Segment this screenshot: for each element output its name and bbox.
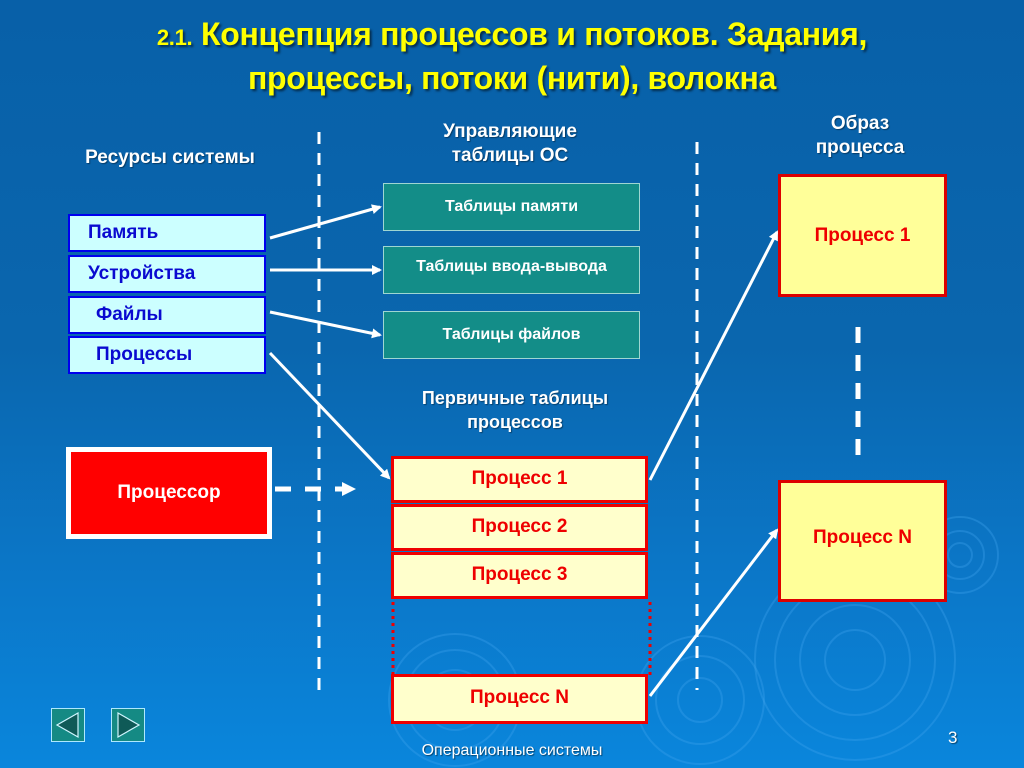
primary-tables-heading-line-1: Первичные таблицы bbox=[421, 388, 609, 408]
arrow-processN-to-imageN bbox=[648, 528, 779, 697]
resources-heading: Ресурсы системы bbox=[85, 147, 255, 168]
resource-devices: Устройства bbox=[68, 255, 266, 293]
primary-process-3: Процесс 3 bbox=[391, 552, 648, 599]
primary-tables-heading: Первичные таблицы процессов bbox=[380, 386, 650, 434]
resource-processes: Процессы bbox=[68, 336, 266, 374]
arrow-memory-to-memory-tables bbox=[269, 204, 382, 240]
process-image-1: Процесс 1 bbox=[778, 174, 947, 297]
arrow-process1-to-image1 bbox=[648, 230, 779, 481]
triangle-left-icon bbox=[55, 711, 79, 739]
control-table-io: Таблицы ввода-вывода bbox=[383, 246, 640, 294]
arrow-files-to-file-tables bbox=[269, 310, 382, 339]
processor-box: Процессор bbox=[66, 447, 272, 539]
control-tables-heading: Управляющие таблицы ОС bbox=[380, 120, 640, 168]
slide-title: 2.1. Концепция процессов и потоков. Зада… bbox=[0, 14, 1024, 98]
arrow-processor-head bbox=[342, 482, 356, 496]
primary-process-1: Процесс 1 bbox=[391, 456, 648, 503]
control-table-memory: Таблицы памяти bbox=[383, 183, 640, 231]
process-image-heading: Образ процесса bbox=[760, 112, 960, 160]
title-line-2: процессы, потоки (нити), волокна bbox=[247, 60, 777, 96]
title-number: 2.1. bbox=[156, 25, 193, 50]
page-number: 3 bbox=[948, 728, 958, 747]
footer-text: Операционные системы bbox=[421, 742, 603, 759]
process-image-heading-line-1: Образ bbox=[830, 113, 890, 134]
next-slide-button[interactable] bbox=[111, 708, 145, 742]
arrow-processes-to-primary-table bbox=[268, 351, 391, 480]
process-image-heading-line-2: процесса bbox=[815, 137, 905, 158]
primary-tables-heading-line-2: процессов bbox=[467, 412, 563, 432]
triangle-right-icon bbox=[117, 711, 141, 739]
primary-process-2: Процесс 2 bbox=[391, 504, 648, 551]
control-table-files: Таблицы файлов bbox=[383, 311, 640, 359]
title-line-1: Концепция процессов и потоков. Задания, bbox=[200, 16, 868, 52]
control-tables-heading-line-1: Управляющие bbox=[443, 121, 577, 142]
prev-slide-button[interactable] bbox=[51, 708, 85, 742]
resource-files: Файлы bbox=[68, 296, 266, 334]
resource-memory: Память bbox=[68, 214, 266, 252]
primary-process-n: Процесс N bbox=[391, 674, 648, 724]
processor-label: Процессор bbox=[71, 452, 267, 534]
process-image-n: Процесс N bbox=[778, 480, 947, 602]
control-tables-heading-line-2: таблицы ОС bbox=[451, 145, 569, 166]
